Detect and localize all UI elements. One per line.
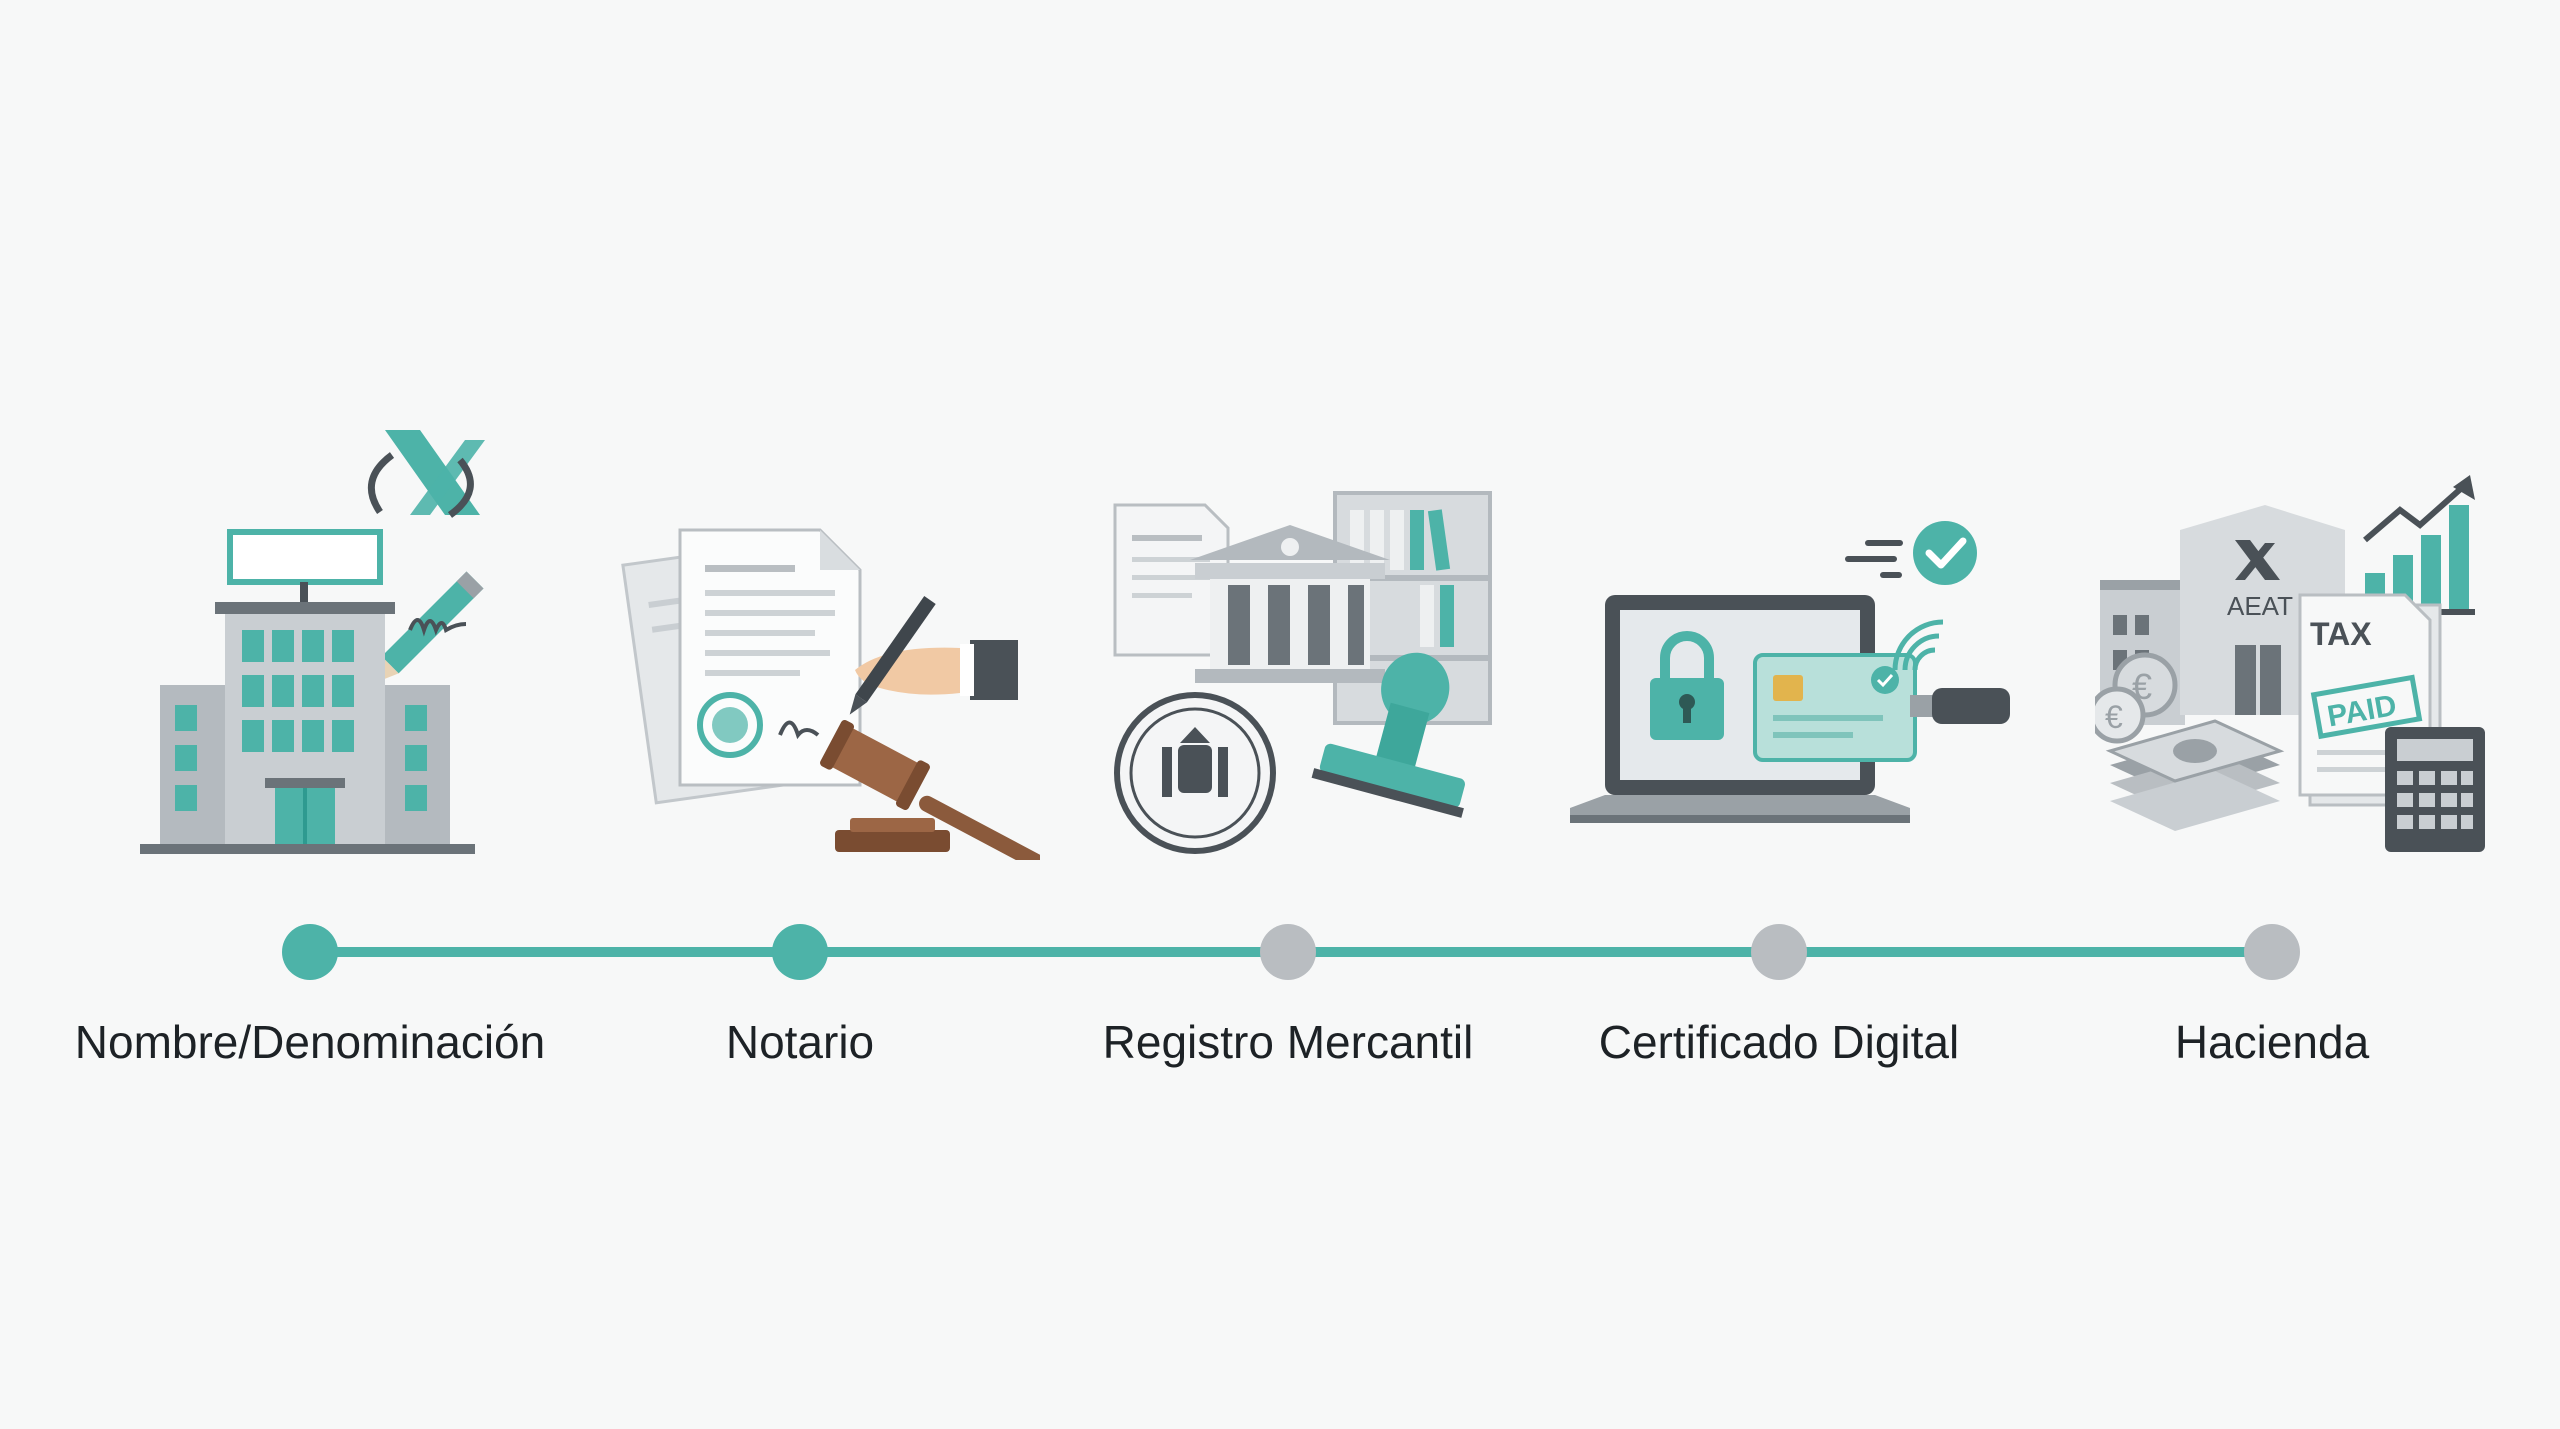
hand-pen-icon — [849, 595, 1018, 715]
usb-token-icon — [1892, 619, 2010, 724]
signature-icon — [408, 618, 467, 637]
rubber-stamp-icon — [1311, 652, 1465, 818]
seal-icon — [697, 692, 763, 758]
step-dot-nombre — [282, 924, 338, 980]
notary-document-icon — [621, 528, 1040, 860]
step-label-nombre: Nombre/Denominación — [74, 1016, 546, 1068]
smart-card-icon — [1753, 653, 1917, 762]
gavel-icon — [820, 719, 1040, 860]
calculator-icon — [2385, 727, 2485, 852]
building-icon — [140, 430, 485, 854]
step-label-hacienda: Hacienda — [2174, 1016, 2370, 1068]
checkmark-badge-icon — [1845, 521, 1977, 585]
padlock-icon — [1650, 631, 1724, 740]
aeat-text: AEAT — [2227, 591, 2293, 621]
step-label-notario: Notario — [725, 1016, 875, 1068]
step-dot-certificado — [1751, 924, 1807, 980]
laptop-certificate-icon — [1570, 521, 2010, 823]
euro-coins-icon: € € — [2095, 652, 2178, 744]
tax-document-icon: TAX PAID — [2298, 593, 2442, 807]
tax-text: TAX — [2310, 616, 2372, 652]
step-label-certificado: Certificado Digital — [1598, 1016, 1960, 1068]
money-stack-icon — [2105, 719, 2285, 831]
step-dot-registro — [1260, 924, 1316, 980]
agency-logo-icon — [2235, 540, 2280, 580]
coat-of-arms-seal-icon — [1114, 692, 1276, 854]
step-dot-hacienda — [2244, 924, 2300, 980]
step-dot-notario — [772, 924, 828, 980]
agency-logo-icon — [368, 430, 485, 518]
svg-text:€: € — [2105, 699, 2123, 735]
step-label-registro: Registro Mercantil — [1102, 1016, 1474, 1068]
tax-office-icon: AEAT € € TAX PAID — [2095, 475, 2485, 852]
registry-bank-icon — [1113, 491, 1492, 854]
